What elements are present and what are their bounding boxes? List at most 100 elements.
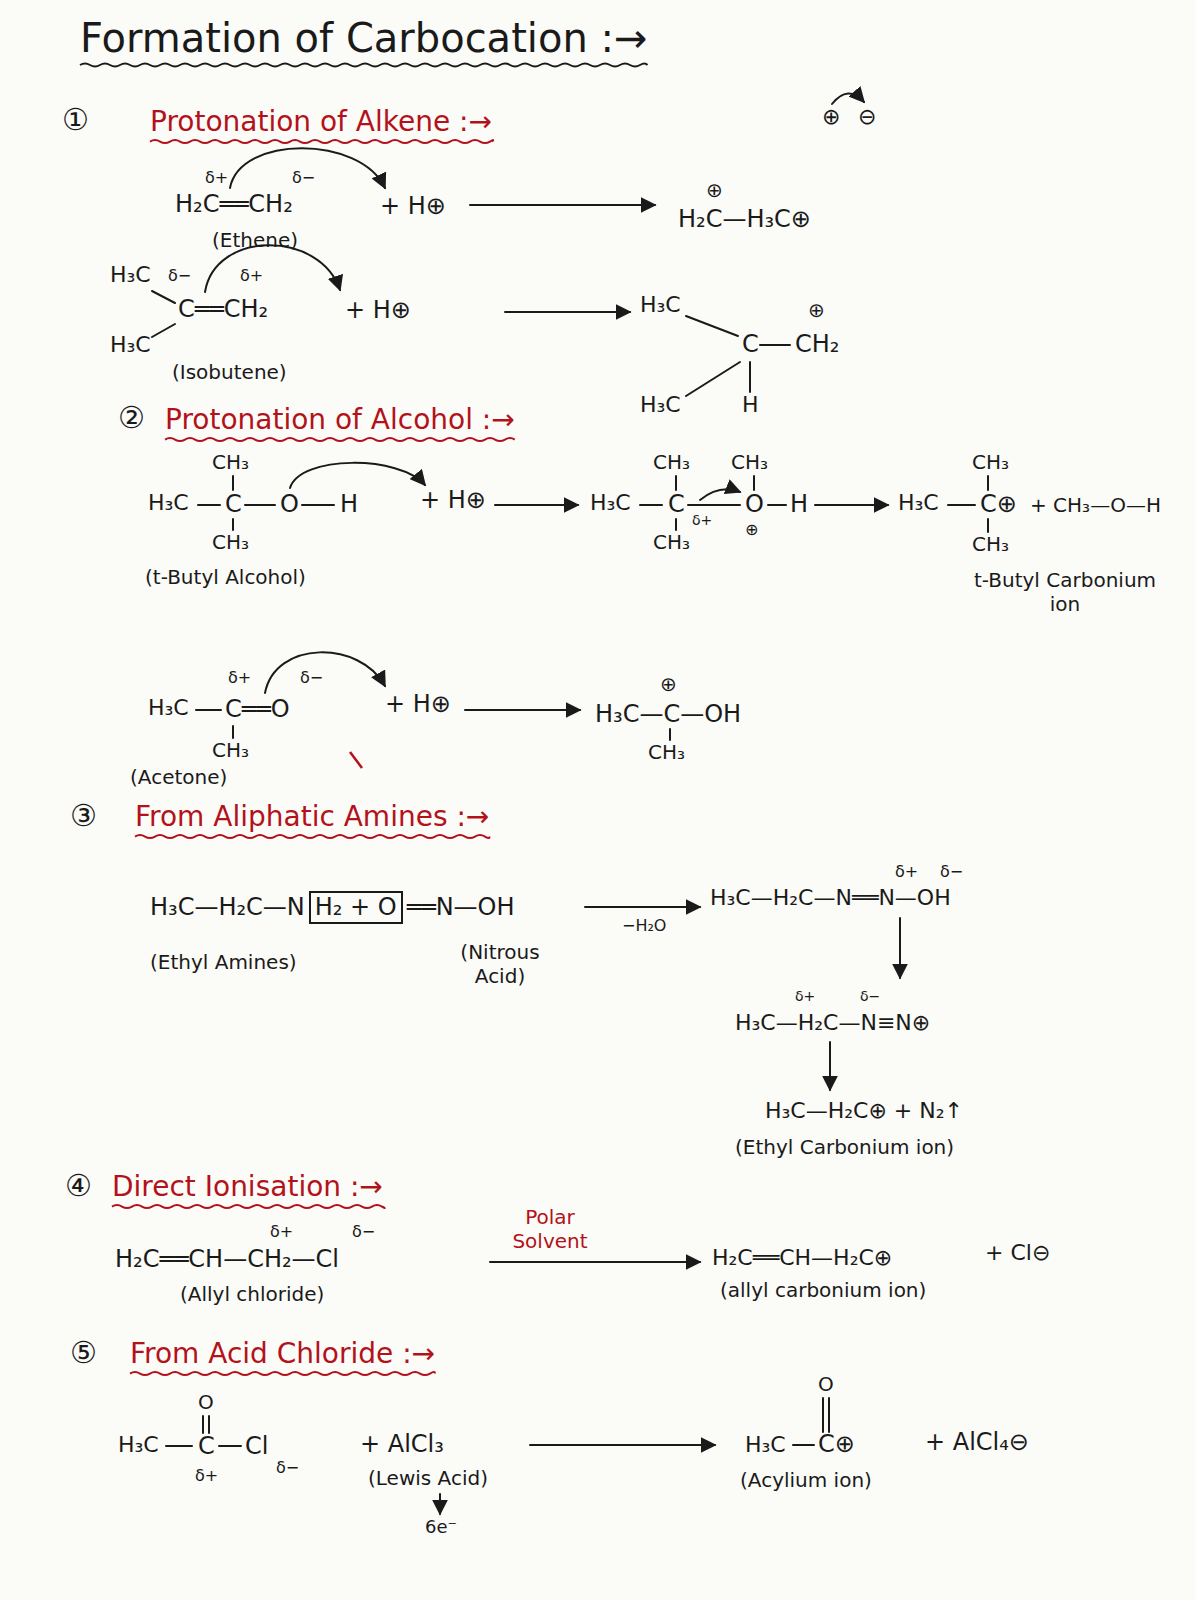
bond-line — [686, 316, 738, 336]
reaction-arrow — [585, 906, 700, 908]
formula-text: C⊕ — [818, 1430, 855, 1459]
formula-text: H₃C—H₂C—N — [150, 893, 305, 922]
formula-text: + AlCl₄⊖ — [925, 1428, 1029, 1457]
formula-text: + H⊕ — [380, 192, 446, 221]
formula-text: ⊕ — [706, 178, 723, 202]
bond-line — [208, 1416, 210, 1433]
reaction-arrow — [899, 918, 901, 978]
formula-text: ⊕ — [822, 104, 840, 130]
formula-text: H₃C — [110, 262, 151, 288]
formula-text: H₃C — [110, 332, 151, 358]
partial-charge: δ+ — [692, 512, 712, 529]
bond-line — [202, 1416, 204, 1433]
reaction-arrow — [495, 504, 578, 506]
bond-line — [948, 504, 975, 506]
partial-charge: δ+ — [795, 988, 815, 1005]
formula-text: H₃C—H₂C—N══N—OH — [710, 885, 951, 911]
formula-text: CH₃ — [653, 530, 690, 554]
page-title: Formation of Carbocation :→ — [80, 14, 647, 62]
formula-text: ⊕ — [808, 298, 825, 322]
partial-charge: δ+ — [895, 862, 918, 881]
bond-line — [232, 519, 234, 530]
partial-charge: δ− — [300, 668, 323, 687]
condition-text: Polar Solvent — [500, 1205, 600, 1253]
bond-line — [198, 504, 220, 506]
reaction-arrow — [829, 1042, 831, 1090]
wavy-underline — [165, 438, 515, 441]
bond-line — [768, 504, 786, 506]
partial-charge: δ+ — [240, 266, 263, 285]
wavy-underline — [112, 1205, 385, 1208]
section-number: ⑤ — [70, 1335, 97, 1371]
compound-name: (Ethyl Amines) — [150, 950, 297, 974]
section-number: ④ — [65, 1168, 92, 1204]
bond-line — [245, 504, 275, 506]
formula-text: CH₃ — [212, 738, 249, 762]
compound-name: (Nitrous Acid) — [445, 940, 555, 988]
formula-text: C — [742, 330, 759, 359]
bond-line — [987, 476, 989, 490]
formula-text: H₃C — [148, 695, 189, 721]
bond-line — [152, 324, 175, 337]
bond-line — [828, 1398, 830, 1432]
section-heading: Protonation of Alcohol :→ — [165, 403, 515, 437]
formula-text: CH₃ — [212, 530, 249, 554]
formula-text: + Cl⊖ — [985, 1240, 1050, 1266]
partial-charge: δ− — [276, 1458, 299, 1477]
compound-name: (Lewis Acid) — [368, 1466, 488, 1490]
formula-text: H₃C — [640, 292, 681, 318]
formula-text: H — [742, 392, 759, 418]
section-heading: From Aliphatic Amines :→ — [135, 800, 489, 834]
reaction-arrow — [530, 1444, 715, 1446]
formula-text: H₂ + O — [315, 893, 397, 921]
curved-arrow — [230, 148, 385, 188]
bond-line — [822, 1398, 824, 1432]
formula-text: H₃C—H₂C⊕ + N₂↑ — [765, 1098, 963, 1124]
stray-mark — [350, 752, 362, 768]
formula-text: O — [280, 490, 299, 519]
formula-text: O — [745, 490, 764, 519]
curved-arrow — [700, 489, 740, 500]
wavy-underline — [135, 835, 489, 838]
section-heading: Protonation of Alkene :→ — [150, 105, 492, 139]
partial-charge: δ− — [168, 266, 191, 285]
partial-charge: δ+ — [195, 1466, 218, 1485]
formula-text: 6e⁻ — [425, 1516, 457, 1538]
wavy-underline — [80, 64, 647, 67]
highlight-box: H₂ + O — [309, 891, 403, 924]
formula-text: C⊕ — [980, 490, 1017, 519]
bond-line — [688, 504, 740, 506]
partial-charge: δ+ — [228, 668, 251, 687]
formula-text: + AlCl₃ — [360, 1430, 444, 1459]
formula-text: H — [340, 490, 358, 519]
formula-text: H₃C — [148, 490, 189, 516]
bond-line — [196, 709, 221, 711]
formula-text: H₃C — [745, 1432, 786, 1458]
formula-text: H₃C — [898, 490, 939, 516]
formula-text: O — [818, 1372, 834, 1396]
bond-line — [302, 504, 334, 506]
reaction-arrow — [505, 311, 630, 313]
section-number: ③ — [70, 798, 97, 834]
wavy-underline — [130, 1372, 435, 1375]
formula-text: CH₃ — [212, 450, 249, 474]
formula-text: H₂C—H₃C⊕ — [678, 205, 811, 234]
formula-text: CH₃ — [648, 740, 685, 764]
compound-name: (Ethene) — [212, 228, 298, 252]
formula-text: H₃C — [118, 1432, 159, 1458]
formula-text: CH₃ — [972, 450, 1009, 474]
curved-arrow — [265, 652, 385, 693]
formula-text: H₃C—H₂C—N≡N⊕ — [735, 1010, 930, 1036]
formula-text: ⊕ — [745, 520, 758, 539]
bond-line — [152, 291, 175, 303]
partial-charge: δ+ — [205, 168, 228, 187]
reaction-arrow — [815, 504, 888, 506]
section-heading: From Acid Chloride :→ — [130, 1337, 435, 1371]
curved-arrow — [205, 245, 340, 292]
bond-line — [753, 476, 755, 490]
section-number: ② — [118, 400, 145, 436]
compound-name: (Allyl chloride) — [180, 1282, 324, 1306]
bond-line — [219, 1445, 241, 1447]
curved-arrow — [290, 463, 425, 488]
